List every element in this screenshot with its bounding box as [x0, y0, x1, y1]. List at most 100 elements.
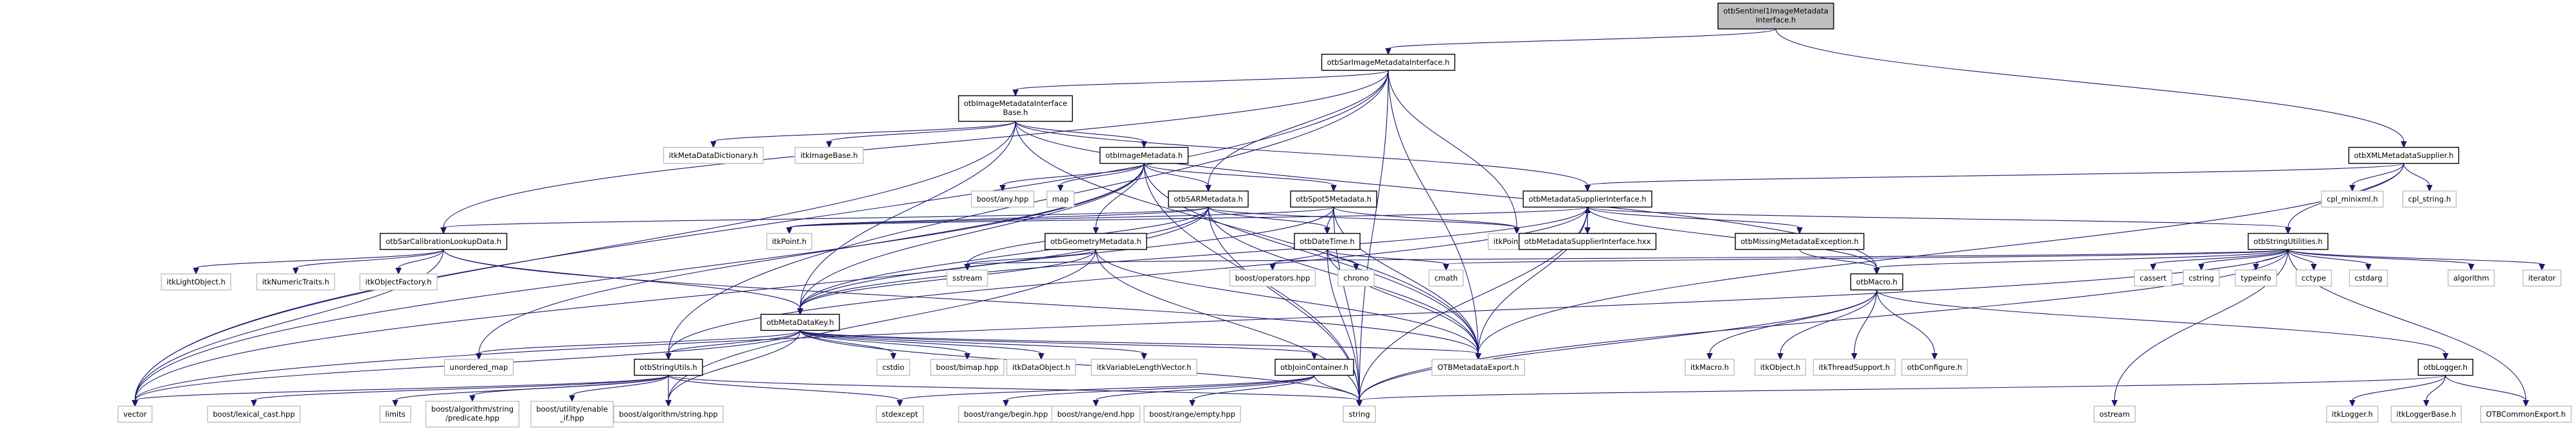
- node-label: boost/range/begin.hpp: [964, 410, 1048, 419]
- node-sar-cal[interactable]: otbSarCalibrationLookupData.h: [379, 232, 508, 250]
- node-stdexcept[interactable]: stdexcept: [875, 405, 924, 423]
- node-itk-numtraits[interactable]: itkNumericTraits.h: [256, 273, 335, 291]
- node-img-md[interactable]: otbImageMetadata.h: [1099, 146, 1189, 164]
- edge-line: [1095, 163, 1145, 228]
- node-boost-lexcast[interactable]: boost/lexical_cast.hpp: [207, 405, 301, 423]
- node-sar-md[interactable]: otbSARMetadata.h: [1168, 190, 1249, 208]
- node-box: [876, 358, 911, 376]
- edge-line: [1388, 28, 1776, 49]
- node-cstdarg[interactable]: cstdarg: [2348, 269, 2388, 287]
- arrowhead: [1584, 206, 1591, 213]
- node-map[interactable]: map: [1046, 190, 1075, 208]
- edge-str-utilities-to-cstdarg: [2287, 249, 2372, 271]
- node-itk-object[interactable]: itkObject.h: [1754, 358, 1807, 376]
- node-itk-mdd[interactable]: itkMetaDataDictionary.h: [663, 146, 764, 164]
- node-label: otbStringUtilities.h: [2253, 237, 2322, 246]
- node-boost-ops[interactable]: boost/operators.hpp: [1229, 269, 1316, 287]
- node-otb-common-export[interactable]: OTBCommonExport.h: [2480, 405, 2572, 423]
- node-datetime[interactable]: otbDateTime.h: [1294, 232, 1361, 250]
- node-itk-threadsupport[interactable]: itkThreadSupport.h: [1812, 358, 1896, 376]
- node-boost-alg-str[interactable]: boost/algorithm/string.hpp: [613, 405, 724, 423]
- node-itk-point[interactable]: itkPoint.h: [766, 232, 812, 250]
- node-itk-macro[interactable]: itkMacro.h: [1685, 358, 1735, 376]
- node-label: OTBMetadataExport.h: [1437, 363, 1519, 372]
- node-logger[interactable]: otbLogger.h: [2417, 358, 2474, 376]
- node-str-utilities[interactable]: otbStringUtilities.h: [2248, 232, 2329, 250]
- edge-line: [800, 330, 968, 354]
- edge-line: [713, 121, 1016, 143]
- node-str-utils[interactable]: otbStringUtils.h: [634, 358, 703, 376]
- node-msi-hxx[interactable]: otbMetadataSupplierInterface.hxx: [1518, 232, 1657, 250]
- node-itk-objfactory[interactable]: itkObjectFactory.h: [359, 273, 438, 291]
- node-msi[interactable]: otbMetadataSupplierInterface.h: [1523, 190, 1652, 208]
- node-itk-dataobj[interactable]: itkDataObject.h: [1006, 358, 1077, 376]
- node-cstdio[interactable]: cstdio: [876, 358, 911, 376]
- edge-logger-to-itk-logger: [2349, 375, 2446, 407]
- node-cstring[interactable]: cstring: [2183, 269, 2220, 287]
- node-itk-loggerbase[interactable]: itkLoggerBase.h: [2390, 405, 2462, 423]
- node-box: [1046, 190, 1075, 208]
- edge-line: [800, 207, 1588, 309]
- edge-datetime-to-chrono: [1327, 249, 1359, 271]
- node-label: otbGeometryMetadata.h: [1050, 237, 1141, 246]
- node-label: boost/range/end.hpp: [1057, 410, 1134, 419]
- edge-line: [1709, 290, 1877, 354]
- node-box: [1321, 53, 1456, 71]
- node-label: unordered_map: [450, 363, 508, 372]
- node-label: Base.h: [1003, 108, 1028, 117]
- node-label: cassert: [2140, 274, 2167, 283]
- node-geom-md[interactable]: otbGeometryMetadata.h: [1044, 232, 1147, 250]
- node-box: [970, 190, 1035, 208]
- node-otb-md-export[interactable]: OTBMetadataExport.h: [1431, 358, 1525, 376]
- node-cmath[interactable]: cmath: [1428, 269, 1464, 287]
- node-iterator[interactable]: iterator: [2522, 269, 2562, 287]
- node-itk-vlv[interactable]: itkVariableLengthVector.h: [1091, 358, 1197, 376]
- node-itk-imgbase[interactable]: itkImageBase.h: [794, 146, 864, 164]
- node-vector[interactable]: vector: [117, 405, 153, 423]
- node-join-container[interactable]: otbJoinContainer.h: [1275, 358, 1354, 376]
- node-otb-configure[interactable]: otbConfigure.h: [1901, 358, 1968, 376]
- arrowhead: [1189, 400, 1195, 407]
- node-ostream[interactable]: ostream: [2093, 405, 2136, 423]
- node-cpl-minixml[interactable]: cpl_minixml.h: [2321, 190, 2384, 208]
- node-macro[interactable]: otbMacro.h: [1850, 273, 1904, 291]
- node-xml-ms[interactable]: otbXMLMetadataSupplier.h: [2348, 146, 2460, 164]
- node-typeinfo[interactable]: typeinfo: [2235, 269, 2277, 287]
- node-itk-logger[interactable]: itkLogger.h: [2326, 405, 2379, 423]
- node-spot5-md[interactable]: otbSpot5Metadata.h: [1290, 190, 1377, 208]
- node-unordered-map[interactable]: unordered_map: [443, 358, 514, 376]
- node-string[interactable]: string: [1343, 405, 1376, 423]
- node-label: boost/operators.hpp: [1235, 274, 1310, 283]
- node-limits[interactable]: limits: [379, 405, 411, 423]
- node-algorithm[interactable]: algorithm: [2447, 269, 2495, 287]
- node-boost-range-begin[interactable]: boost/range/begin.hpp: [958, 405, 1054, 423]
- node-itk-lightobj[interactable]: itkLightObject.h: [161, 273, 231, 291]
- node-label: itkObjectFactory.h: [365, 277, 431, 286]
- node-box: [1229, 269, 1316, 287]
- node-cassert[interactable]: cassert: [2134, 269, 2172, 287]
- node-md-key[interactable]: otbMetaDataKey.h: [760, 313, 840, 331]
- node-boost-enable-if[interactable]: boost/utility/enable_if.hpp: [530, 401, 614, 428]
- edge-line: [800, 330, 894, 354]
- node-cpl-string[interactable]: cpl_string.h: [2402, 190, 2457, 208]
- node-missing-exc[interactable]: otbMissingMetadataException.h: [1735, 232, 1865, 250]
- node-label: otbMacro.h: [1856, 277, 1897, 286]
- node-boost-range-empty[interactable]: boost/range/empty.hpp: [1143, 405, 1241, 423]
- node-label: otbMetaDataKey.h: [766, 318, 834, 327]
- edge-line: [1854, 290, 1877, 354]
- node-boost-range-end[interactable]: boost/range/end.hpp: [1051, 405, 1141, 423]
- node-cctype[interactable]: cctype: [2295, 269, 2332, 287]
- node-chrono[interactable]: chrono: [1337, 269, 1375, 287]
- node-box: [530, 401, 614, 428]
- node-boost-bimap[interactable]: boost/bimap.hpp: [930, 358, 1005, 376]
- node-boost-alg-pred[interactable]: boost/algorithm/string/predicate.hpp: [425, 401, 520, 428]
- node-label: itkObject.h: [1760, 363, 1801, 372]
- node-sstream[interactable]: sstream: [946, 269, 988, 287]
- node-boost-any[interactable]: boost/any.hpp: [970, 190, 1035, 208]
- node-label: otbXMLMetadataSupplier.h: [2354, 151, 2454, 160]
- node-sar-imi[interactable]: otbSarImageMetadataInterface.h: [1321, 53, 1456, 71]
- node-box: [2235, 269, 2277, 287]
- arrowhead: [786, 227, 792, 234]
